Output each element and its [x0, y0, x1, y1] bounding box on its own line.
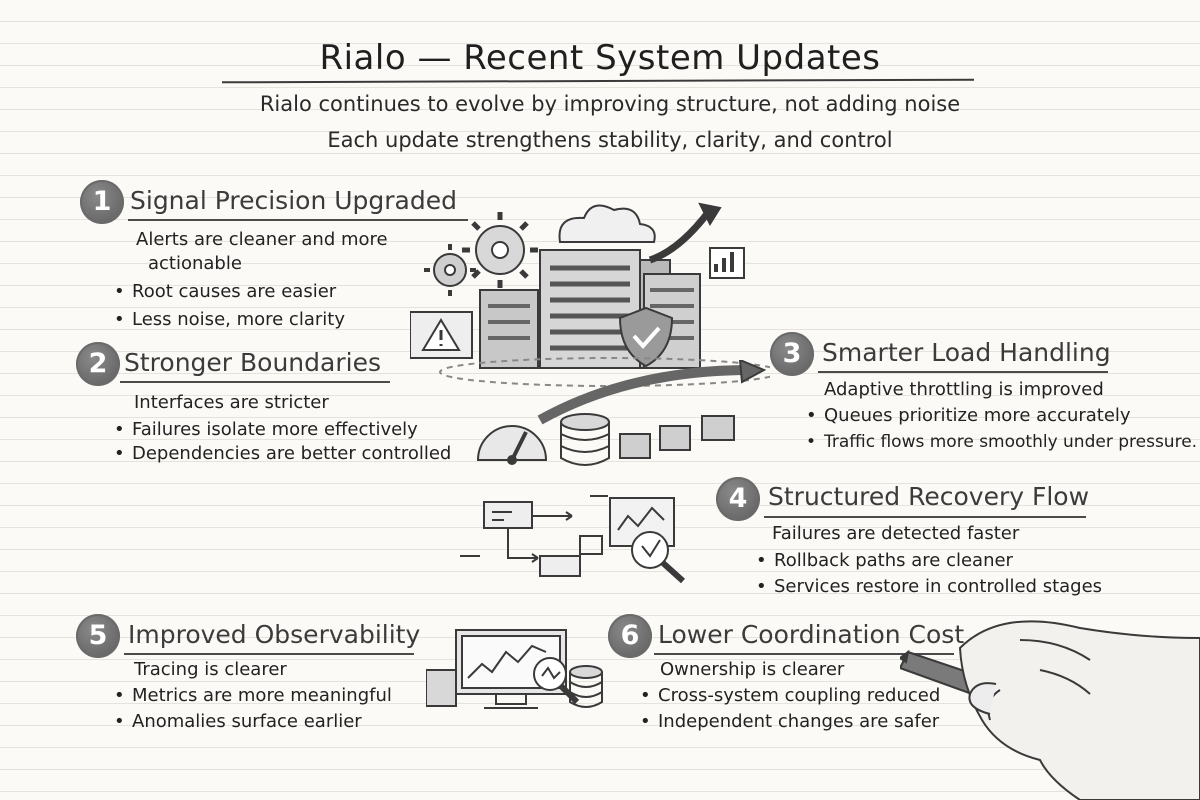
section-3-bullet-1: Queues prioritize more accurately	[806, 404, 1131, 428]
section-4-lead: Failures are detected faster	[772, 523, 1020, 544]
load-handling-illustration	[476, 360, 767, 466]
shield-check-icon	[618, 306, 674, 368]
section-5-bullet-1: Metrics are more meaningful	[114, 684, 392, 708]
storage-icon	[569, 665, 603, 708]
magnifier-icon	[533, 657, 580, 705]
queue-boxes-icon	[619, 415, 735, 459]
title-underline	[221, 78, 975, 84]
section-6-lead: Ownership is clearer	[660, 659, 845, 680]
section-4-number-badge: 4	[716, 477, 760, 521]
cloud-icon	[558, 204, 656, 243]
section-3-underline	[818, 371, 1108, 373]
section-4-bullet-2: Services restore in controlled stages	[756, 575, 1102, 599]
gauge-icon	[476, 425, 548, 465]
section-2-bullet-1: Failures isolate more effectively	[114, 418, 418, 442]
observability-illustration	[426, 629, 603, 709]
section-6-bullet-1: Cross-system coupling reduced	[640, 684, 940, 708]
section-1-lead: Alerts are cleaner and more	[136, 229, 388, 250]
gear-icon	[424, 212, 538, 296]
section-5-title: Improved Observability	[128, 620, 421, 649]
subtitle-line-2: Each update strengthens stability, clari…	[327, 128, 893, 152]
section-4-bullet-1: Rollback paths are cleaner	[756, 549, 1013, 573]
section-6-bullet-2: Independent changes are safer	[640, 710, 939, 734]
section-6-underline	[654, 653, 954, 655]
database-icon	[560, 413, 610, 466]
section-2-lead: Interfaces are stricter	[134, 392, 329, 413]
section-6-number-badge: 6	[608, 614, 652, 658]
section-1-title: Signal Precision Upgraded	[130, 186, 457, 215]
server-scene-illustration	[410, 202, 770, 387]
magnifier-icon	[631, 531, 686, 584]
section-2-title: Stronger Boundaries	[124, 348, 381, 377]
recovery-flow-illustration	[460, 495, 686, 584]
section-2-bullet-2: Dependencies are better controlled	[114, 442, 451, 466]
section-6-title: Lower Coordination Cost	[658, 620, 965, 649]
trend-arrow-icon	[537, 365, 751, 425]
section-5-number-badge: 5	[76, 614, 120, 658]
subtitle-line-1: Rialo continues to evolve by improving s…	[259, 92, 961, 116]
warning-icon	[410, 311, 473, 359]
section-1-underline	[128, 219, 468, 221]
section-1-bullet-2: Less noise, more clarity	[114, 308, 345, 332]
section-3-bullet-2: Traffic flows more smoothly under pressu…	[806, 430, 1197, 454]
section-4-title: Structured Recovery Flow	[768, 482, 1090, 511]
section-2-underline	[120, 381, 390, 383]
section-4-underline	[764, 516, 1086, 518]
section-1-number-badge: 1	[80, 180, 124, 224]
section-2-number-badge: 2	[76, 342, 120, 386]
trend-arrow-icon	[648, 207, 713, 264]
hand-with-marker-icon	[900, 620, 1200, 800]
section-3-title: Smarter Load Handling	[822, 338, 1111, 367]
section-3-number-badge: 3	[770, 332, 814, 376]
section-3-lead: Adaptive throttling is improved	[824, 379, 1104, 400]
section-5-underline	[124, 653, 414, 655]
section-1-bullet-1: Root causes are easier	[114, 280, 336, 304]
flowchart-icon	[460, 495, 686, 584]
section-5-lead: Tracing is clearer	[134, 659, 287, 680]
page-title: Rialo — Recent System Updates	[319, 38, 881, 78]
section-5-bullet-2: Anomalies surface earlier	[114, 710, 362, 734]
section-1-lead-continued: actionable	[148, 253, 242, 274]
